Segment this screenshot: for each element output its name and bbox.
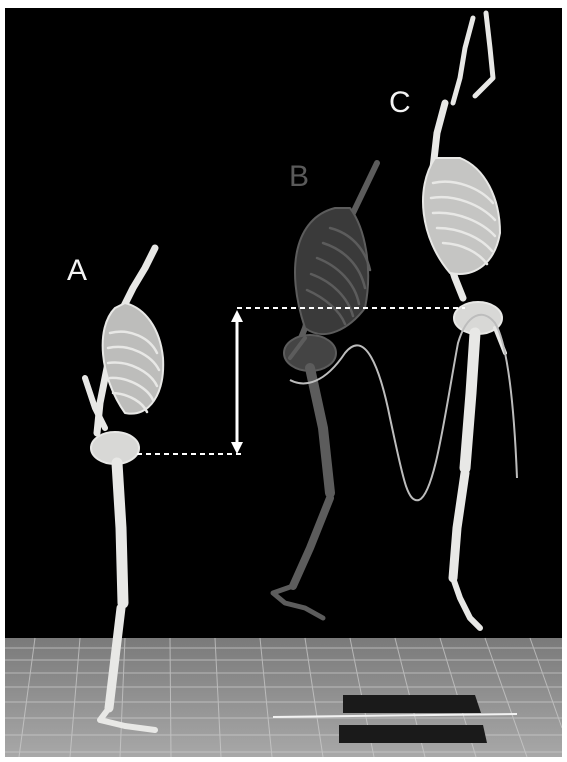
skeleton-b xyxy=(273,163,377,618)
label-b: B xyxy=(289,162,309,192)
label-a: A xyxy=(67,256,87,286)
label-c: C xyxy=(389,88,411,118)
figure-canvas: A B C xyxy=(5,8,562,757)
skeleton-jump-scene xyxy=(5,8,562,757)
